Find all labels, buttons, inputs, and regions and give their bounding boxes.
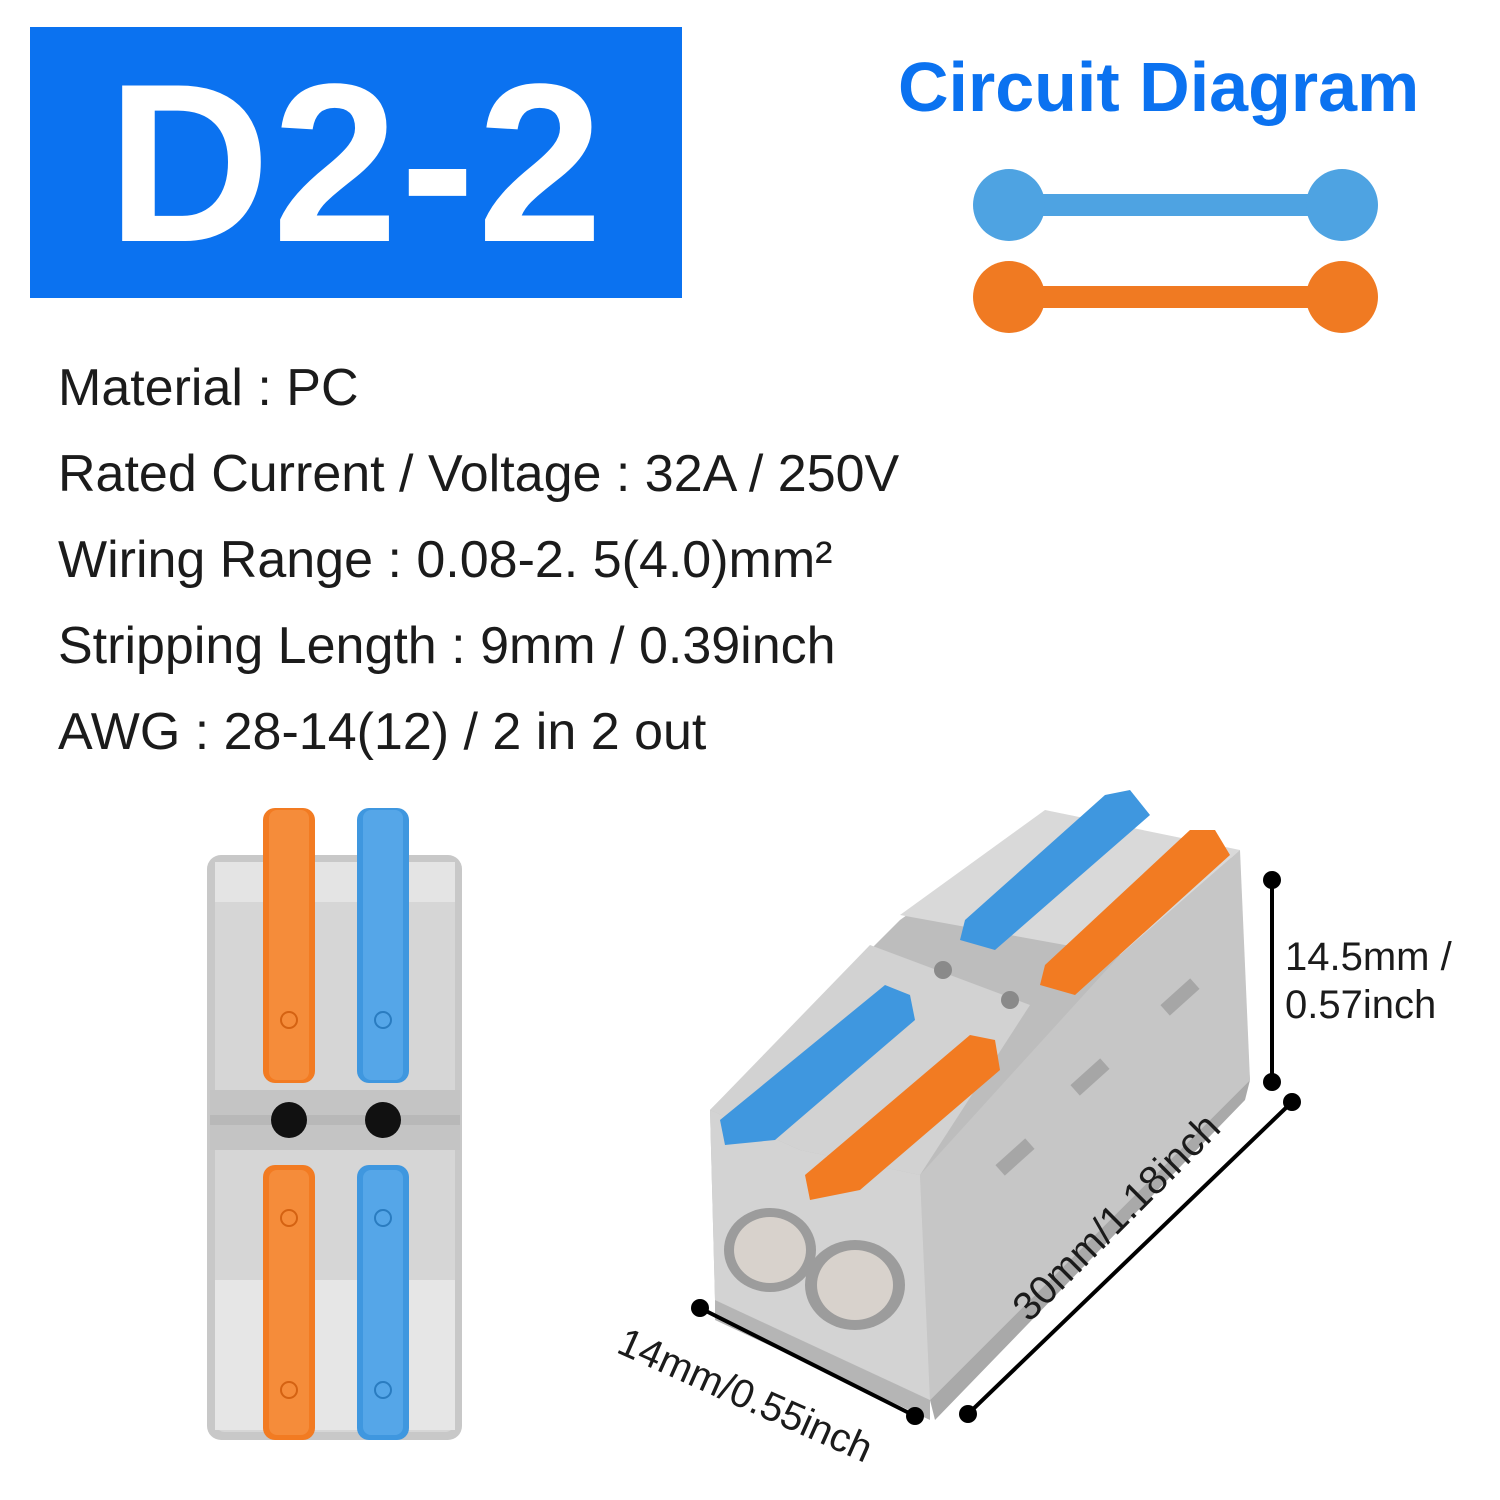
dimension-depth-line xyxy=(959,1093,1301,1423)
lever-orange-bottom xyxy=(263,1165,315,1440)
dimension-width-line xyxy=(691,1299,924,1425)
model-title: D2-2 xyxy=(107,35,605,289)
release-hole-right xyxy=(365,1102,401,1138)
lever-blue-front xyxy=(720,985,915,1145)
lever-blue-bottom xyxy=(357,1165,409,1440)
dimension-height-inch: 0.57inch xyxy=(1285,983,1437,1027)
dimension-height-line xyxy=(1263,871,1281,1091)
lever-orange-front xyxy=(805,1035,1000,1200)
spec-stripping-length: Stripping Length : 9mm / 0.39inch xyxy=(58,617,836,675)
spec-rated-current-voltage: Rated Current / Voltage : 32A / 250V xyxy=(58,445,900,503)
lever-orange-back xyxy=(1040,830,1230,995)
spec-list: Material : PC Rated Current / Voltage : … xyxy=(58,345,899,775)
lever-orange-top xyxy=(263,808,315,1083)
circuit-line-blue xyxy=(973,169,1378,241)
lever-blue-back xyxy=(960,790,1150,950)
spec-material: Material : PC xyxy=(58,359,359,417)
model-banner: D2-2 xyxy=(30,27,682,298)
dimension-height-label: 14.5mm / 0.57inch xyxy=(1285,933,1452,1029)
spec-wiring-range: Wiring Range : 0.08-2. 5(4.0)mm² xyxy=(58,531,833,589)
release-hole-left xyxy=(271,1102,307,1138)
circuit-diagram xyxy=(973,169,1378,333)
circuit-line-orange xyxy=(973,261,1378,333)
lever-blue-top xyxy=(357,808,409,1083)
connector-top-view xyxy=(207,808,462,1440)
connector-3d-view xyxy=(691,790,1301,1425)
spec-awg: AWG : 28-14(12) / 2 in 2 out xyxy=(58,703,707,761)
dimension-height-mm: 14.5mm / xyxy=(1285,935,1452,979)
circuit-diagram-title: Circuit Diagram xyxy=(898,48,1420,126)
